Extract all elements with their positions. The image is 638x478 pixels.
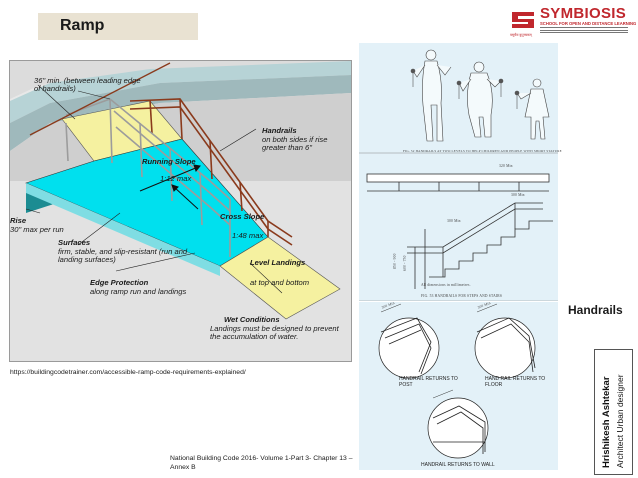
dims-note: All dimensions in millimetres. [421,283,471,287]
running-slope-label: Running Slope [142,157,196,166]
cross-slope-value: 1:48 max [232,231,264,240]
symbiosis-logo: SYMBIOSIS SCHOOL FOR OPEN AND DISTANCE L… [508,5,636,42]
logo-emblem-icon [512,12,534,28]
people-sketch [412,49,550,142]
reference-text: National Building Code 2016- Volume 1-Pa… [170,455,353,471]
running-slope-value: 1:12 max [160,174,192,183]
near-handrail [65,98,231,257]
handrail-figures-panel: FIG. 52 HANDRAILS AT TWO LEVELS TO HELP … [359,43,562,301]
dim-300-label: 300 Min [511,193,525,197]
return-to-wall-detail [427,397,489,459]
author-name: Hrishikesh Ashtekar [601,376,612,468]
surfaces-desc: firm, stable, and slip-resistant (run an… [58,247,188,265]
handrail-returns-illustration [378,303,536,459]
author-box: Hrishikesh Ashtekar Architect Urban desi… [594,349,633,475]
handrails-label: Handrails [262,126,297,135]
level-landings-label: Level Landings [250,258,306,267]
dim-600-label: 600 - 750 [403,255,407,271]
dim-320-label: 320 Min [499,164,513,168]
min-width-label: 36" min. (between leading edge of handra… [34,76,141,94]
handrail-returns-panel: 300 Min 300 Min HANDRAIL RETURNS TO POST… [359,301,558,470]
fig52-caption: FIG. 52 HANDRAILS AT TWO LEVELS TO HELP … [403,149,562,153]
wet-conditions-label: Wet Conditions [224,315,280,324]
ramp-illustration [10,61,351,361]
handrails-desc: on both sides if rise greater than 6" [262,135,328,153]
source-url[interactable]: https://buildingcodetrainer.com/accessib… [10,369,246,376]
dim-300a-label: 300 Min [447,219,461,223]
handrail-extension-sketch [366,173,550,192]
handrail-figures-illustration [359,49,558,301]
stair-handrail-sketch [407,202,553,289]
return-to-post-detail [378,317,440,379]
logo-subtitle: SCHOOL FOR OPEN AND DISTANCE LEARNING [540,21,637,26]
wet-conditions-desc: Landings must be designed to prevent the… [210,324,339,342]
edge-protection-label: Edge Protection [90,278,149,287]
logo-name: SYMBIOSIS [540,5,627,22]
lower-landing [219,236,341,320]
edge-protection-desc: along ramp run and landings [90,287,187,296]
rise-desc: 30" max per run [10,225,64,234]
title-banner: Ramp [38,13,198,40]
logo-tagline: वसुधैव कुटुम्बकम् [510,33,532,37]
fig53-caption: FIG. 53 HANDRAILS FOR STEPS AND STAIRS [421,294,503,298]
author-role: Architect Urban designer [615,374,625,468]
ramp-diagram-panel: 36" min. (between leading edge of handra… [9,60,352,362]
surfaces-label: Surfaces [58,238,91,247]
logo-fine-print [540,27,628,35]
return-to-wall-label: HANDRAIL RETURNS TO WALL [421,462,495,468]
slide-title: Ramp [60,17,105,34]
handrails-heading: Handrails [568,303,623,317]
wall-top [10,61,351,123]
return-to-post-label: HANDRAIL RETURNS TO POST [399,376,458,388]
return-to-floor-label: HAND RAIL RETURNS TO FLOOR [485,376,546,388]
level-landings-desc: at top and bottom [250,278,310,287]
cross-slope-label: Cross Slope [220,212,265,221]
dim-850-label: 850 - 900 [393,253,397,269]
rise-label: Rise [10,216,27,225]
far-handrail [129,98,293,246]
